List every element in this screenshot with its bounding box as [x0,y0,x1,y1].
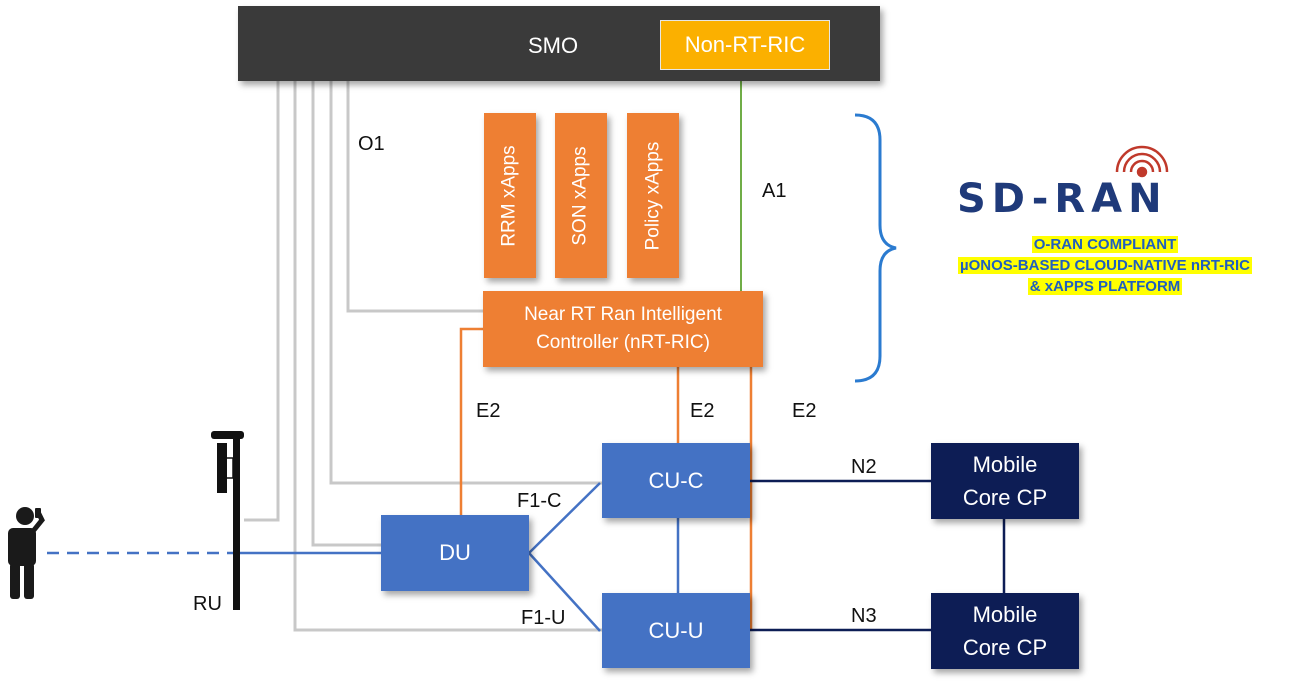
e2-link-du [459,327,483,515]
f1u-link [528,552,601,632]
platform-brace-icon [854,113,897,383]
e2-cuu-label: E2 [792,400,817,422]
e2-cuc-label: E2 [690,400,715,422]
son-xapps-label: SON xApps [570,145,592,246]
o1-link-cuu [293,81,602,632]
user-phone-icon [8,507,45,599]
n3-label: N3 [851,605,877,627]
radio-waves-icon [1115,145,1169,178]
o1-link-cuc [329,81,602,485]
o1-link-du [311,81,381,547]
sd-ran-logo: SD-RAN [957,176,1168,222]
rrm-xapps-label: RRM xApps [499,144,521,247]
caption-line-3: & xAPPS PLATFORM [1027,278,1183,295]
policy-xapps-box: Policy xApps [627,113,679,278]
rrm-xapps-box: RRM xApps [484,113,536,278]
cu-c-box: CU-C [602,443,750,518]
platform-caption: O-RAN COMPLIANT µONOS-BASED CLOUD-NATIVE… [940,234,1270,297]
o1-link-ru [244,81,280,522]
caption-line-2: µONOS-BASED CLOUD-NATIVE nRT-RIC [957,257,1253,274]
o1-label: O1 [358,133,385,155]
policy-xapps-label: Policy xApps [642,141,663,250]
caption-line-1: O-RAN COMPLIANT [1031,236,1179,253]
du-box: DU [381,515,529,591]
mobile-core-cp-box-2: Mobile Core CP [931,593,1079,669]
ru-antenna-icon [211,431,244,610]
n2-label: N2 [851,456,877,478]
mobile-core-cp-box-1: Mobile Core CP [931,443,1079,519]
f1c-link [528,482,601,554]
son-xapps-box: SON xApps [555,113,607,278]
a1-label: A1 [762,180,787,202]
e2-du-label: E2 [476,400,501,422]
o1-link-ric [346,81,483,313]
f1u-label: F1-U [521,607,566,629]
cu-u-box: CU-U [602,593,750,668]
near-rt-ric-box: Near RT Ran Intelligent Controller (nRT-… [483,291,763,367]
f1c-label: F1-C [517,490,562,512]
ru-label: RU [193,593,222,615]
smo-label: SMO [528,33,579,58]
non-rt-ric-box: Non-RT-RIC [660,20,830,70]
